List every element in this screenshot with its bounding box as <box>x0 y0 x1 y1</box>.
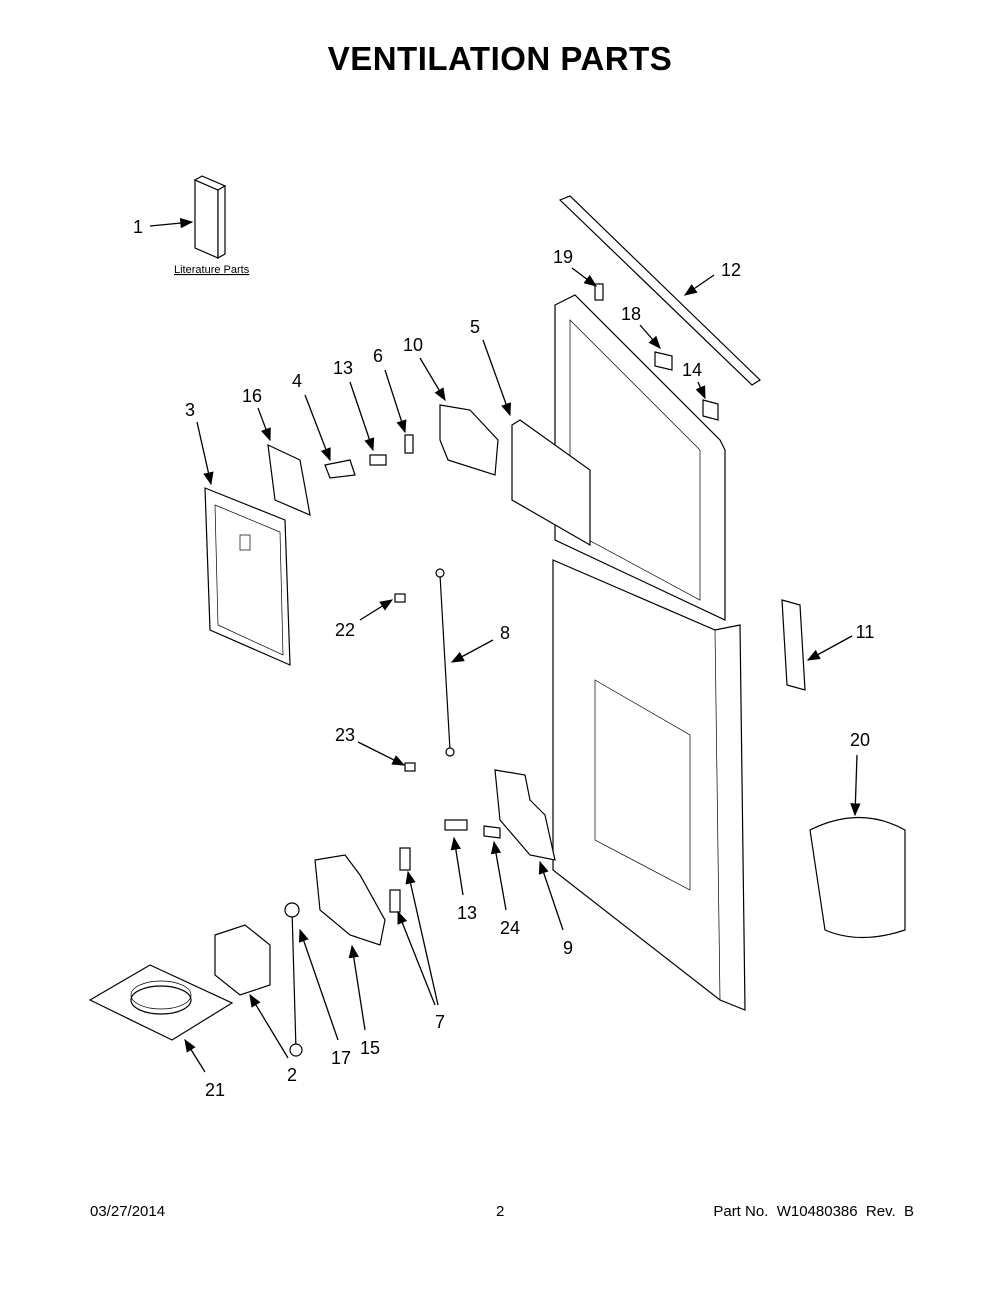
part-20-parts-bag <box>809 817 906 939</box>
literature-parts-label: Literature Parts <box>174 264 250 276</box>
callout-1: 1 <box>133 217 143 237</box>
callout-13: 13 <box>333 358 353 378</box>
callout-11: 11 <box>856 622 875 642</box>
part-14-switch <box>702 399 719 421</box>
part-6-magnet <box>404 434 414 454</box>
footer-part-number: Part No. W10480386 Rev. B <box>713 1203 914 1220</box>
part-19-fastener <box>594 283 604 301</box>
part-10-bracket <box>439 404 499 476</box>
page-title: VENTILATION PARTS <box>327 40 673 77</box>
callout-6: 6 <box>373 346 383 366</box>
part-2-motor <box>214 924 271 996</box>
part-21-duct-collar <box>88 964 234 1041</box>
callout-10: 10 <box>403 335 423 355</box>
callout-18: 18 <box>621 304 641 324</box>
callout-21: 21 <box>205 1080 225 1100</box>
part-9-plate <box>494 769 556 861</box>
footer-date: 03/27/2014 <box>90 1203 166 1220</box>
callout-2: 2 <box>287 1065 297 1085</box>
callout-13-lower: 13 <box>457 903 477 923</box>
callout-19: 19 <box>553 247 573 267</box>
part-7-magnet-b <box>389 889 401 913</box>
callout-16: 16 <box>242 386 262 406</box>
part-22-screw <box>394 593 406 603</box>
callout-9: 9 <box>563 938 573 958</box>
callout-4: 4 <box>292 371 302 391</box>
main-frame-panel <box>511 294 746 1011</box>
footer-page-number: 2 <box>496 1203 505 1220</box>
callout-7: 7 <box>435 1012 445 1032</box>
part-7-magnet-a <box>399 847 411 871</box>
callout-23: 23 <box>335 725 355 745</box>
part-16-plate <box>267 443 311 516</box>
callout-24: 24 <box>500 918 520 938</box>
part-23-screw <box>404 762 416 772</box>
callout-5: 5 <box>470 317 480 337</box>
part-13-spring-lower <box>444 819 468 831</box>
part-8-link-rod <box>435 568 455 757</box>
part-24-pad <box>483 825 501 839</box>
part-3-grille <box>204 487 291 666</box>
part-4-latch <box>324 459 356 479</box>
callout-3: 3 <box>185 400 195 420</box>
part-13-spring <box>369 454 387 466</box>
callout-15: 15 <box>360 1038 380 1058</box>
part-17-arm <box>284 902 303 1057</box>
callouts: 1 12 19 18 14 5 10 6 13 4 16 3 22 8 11 2… <box>133 217 874 1100</box>
callout-12: 12 <box>721 260 741 280</box>
callout-8: 8 <box>500 623 510 643</box>
top-trim-bar <box>558 195 761 386</box>
part-11-control-module <box>781 599 806 691</box>
callout-22: 22 <box>335 620 355 640</box>
callout-17: 17 <box>331 1048 351 1068</box>
part-18-clip <box>654 351 673 371</box>
callout-14: 14 <box>682 360 702 380</box>
part-15-actuator <box>314 854 386 946</box>
callout-20: 20 <box>850 730 870 750</box>
literature-booklet <box>193 175 227 260</box>
